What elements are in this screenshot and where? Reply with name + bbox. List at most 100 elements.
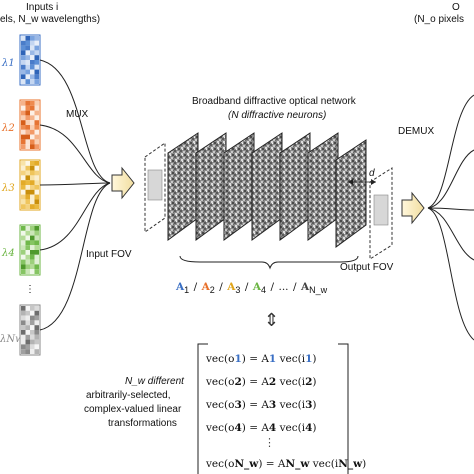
- equation-nw: vec(oN_w) = AN_w vec(iN_w): [205, 458, 366, 471]
- input-pixel: [34, 259, 39, 265]
- input-pixel: [21, 344, 26, 350]
- input-pixel: [34, 115, 39, 121]
- input-pixel: [30, 250, 35, 255]
- input-pixel: [21, 139, 26, 145]
- input-pixel: [34, 310, 39, 316]
- input-pixel: [21, 50, 26, 56]
- input-pixel: [21, 254, 26, 260]
- transform-a1-sub: 1: [184, 285, 189, 295]
- equation-4: vec(o4) = A4 vec(i4): [205, 422, 316, 434]
- input-pixel: [34, 245, 39, 250]
- input-pixel: [21, 105, 26, 111]
- transform-a4-sub: 4: [261, 285, 266, 295]
- input-pixel: [25, 115, 30, 121]
- lambda-2-label: λ2: [1, 123, 15, 134]
- lambda-nw-label: λNw: [0, 334, 24, 345]
- input-pixel: [21, 170, 26, 176]
- input-arrow: [111, 166, 135, 200]
- input-pixel: [25, 36, 30, 41]
- output-fov-label: Output FOV: [340, 262, 394, 273]
- input-pixel: [34, 320, 39, 326]
- input-pixel: [21, 199, 26, 205]
- input-pixel: [30, 344, 35, 350]
- input-pixel: [25, 161, 30, 166]
- input-pixel: [34, 235, 39, 241]
- input-pixel: [34, 339, 39, 345]
- input-pixel: [30, 125, 35, 130]
- input-channel-1: λ1: [1, 34, 41, 86]
- bottom-left-bracket: [197, 343, 208, 474]
- input-pixel: [34, 264, 39, 270]
- input-pixel: [25, 134, 30, 140]
- input-pixel: [34, 125, 39, 130]
- input-pixel: [30, 325, 35, 330]
- input-pixel: [30, 189, 35, 195]
- transform-a1: A: [175, 281, 185, 293]
- input-pixel: [21, 101, 26, 106]
- input-pixel: [21, 330, 26, 335]
- input-pixel: [30, 170, 35, 176]
- input-pixel: [34, 306, 39, 311]
- transform-sep-3: /: [245, 281, 249, 293]
- input-pixel: [34, 134, 39, 140]
- input-pixel: [30, 139, 35, 145]
- input-pixel: [30, 60, 35, 65]
- input-pixel: [25, 339, 30, 345]
- input-pixel: [30, 79, 35, 84]
- input-pixel: [25, 45, 30, 51]
- spacing-indicator: d: [348, 168, 376, 185]
- input-pixel: [21, 250, 26, 255]
- input-pixel: [30, 204, 35, 209]
- inputs-header-line1: Inputs i: [26, 2, 58, 13]
- input-pixel: [21, 64, 26, 70]
- input-pixel: [21, 120, 26, 125]
- input-pixel: [34, 175, 39, 181]
- input-pixel: [30, 134, 35, 140]
- input-pixel: [34, 55, 39, 60]
- input-pixel: [30, 45, 35, 51]
- input-pixel: [25, 125, 30, 130]
- input-fov-label: Input FOV: [86, 249, 132, 260]
- equivalence-symbol: ⇕: [264, 310, 279, 331]
- input-pixel: [21, 144, 26, 149]
- input-pixel: [25, 60, 30, 65]
- transform-ellipsis: ...: [279, 281, 289, 293]
- transform-sep-4: /: [271, 281, 275, 293]
- input-pixel: [30, 55, 35, 60]
- input-pixel: [34, 230, 39, 236]
- input-pixel: [30, 194, 35, 200]
- network-title-line1: Broadband diffractive optical network: [192, 96, 357, 107]
- input-pixel: [21, 235, 26, 241]
- input-pixel: [25, 250, 30, 255]
- transform-a3: A: [226, 281, 236, 293]
- input-pixel: [25, 105, 30, 111]
- input-pixel: [21, 269, 26, 274]
- input-pixel: [25, 320, 30, 326]
- input-pixel: [25, 165, 30, 171]
- equation-2: vec(o2) = A2 vec(i2): [205, 376, 316, 388]
- diffractive-layer-2: [195, 132, 227, 241]
- input-pixel: [30, 235, 35, 241]
- input-pixel: [30, 230, 35, 236]
- input-pixel: [30, 185, 35, 190]
- input-pixel: [34, 60, 39, 65]
- input-pixel: [25, 315, 30, 321]
- input-pixel: [25, 180, 30, 185]
- input-pixel: [34, 325, 39, 330]
- input-pixel: [21, 115, 26, 121]
- transform-sep-1: /: [194, 281, 198, 293]
- input-pixel: [21, 69, 26, 75]
- input-pixel: [34, 240, 39, 246]
- input-pixel: [34, 40, 39, 46]
- input-pixel: [34, 185, 39, 190]
- input-pixel: [21, 189, 26, 195]
- input-pixel: [30, 310, 35, 316]
- input-pixel: [25, 204, 30, 209]
- input-pixel: [25, 325, 30, 330]
- input-channel-4: λ4: [1, 224, 41, 276]
- input-pixel: [21, 110, 26, 116]
- input-pixel: [34, 129, 39, 135]
- input-pixel: [25, 101, 30, 106]
- input-pixel: [25, 120, 30, 125]
- transform-sep-5: /: [293, 281, 297, 293]
